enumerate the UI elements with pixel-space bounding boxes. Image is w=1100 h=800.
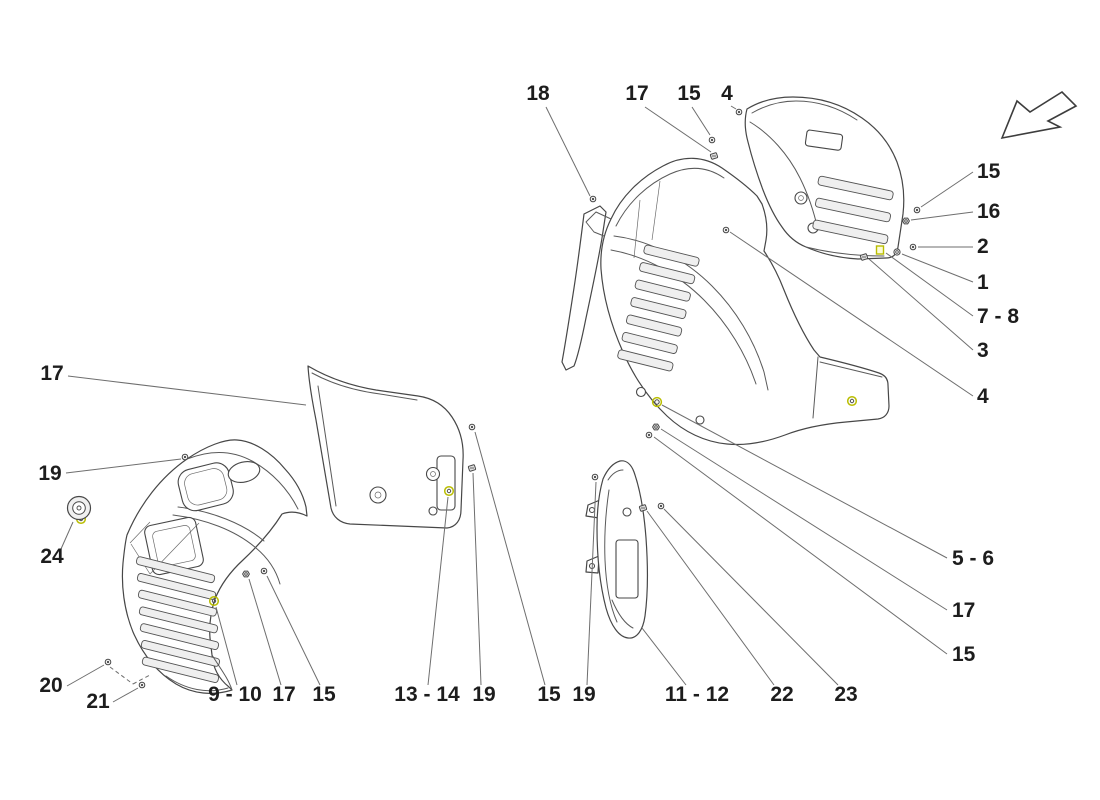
screw-icon — [708, 136, 716, 144]
callout-label-19-bottom-a: 19 — [472, 683, 495, 706]
liner-louvers — [812, 175, 894, 245]
screw-icon — [645, 431, 653, 439]
liner-louvers — [135, 556, 221, 683]
callout-label-19-bottom-b: 19 — [572, 683, 595, 706]
callout-label-13-14-bottom: 13 - 14 — [394, 683, 460, 706]
wheelhouse-bracket-drawing — [585, 460, 648, 639]
front-wheelhouse-liner-drawing — [121, 439, 308, 694]
callout-label-15-mid: 15 — [952, 643, 976, 666]
liner-louvers — [617, 244, 700, 372]
callout-label-17-left: 17 — [40, 362, 63, 385]
callout-label-1-right: 1 — [977, 271, 989, 294]
callout-label-4-top: 4 — [721, 82, 733, 105]
screw-icon — [913, 206, 921, 214]
callout-label-15-right: 15 — [977, 160, 1001, 183]
callout-label-11-12-bottom: 11 - 12 — [665, 683, 729, 706]
callout-label-7-8-right: 7 - 8 — [977, 305, 1019, 328]
clip-icon — [859, 253, 869, 261]
screw-icon — [589, 195, 597, 203]
rear-wheelhouse-front-liner-drawing — [561, 157, 890, 446]
callout-label-17-mid: 17 — [952, 599, 975, 622]
liner-side-strip — [561, 205, 607, 371]
highlighted-hole-icon — [443, 485, 455, 497]
clip-icon — [709, 152, 719, 160]
screw-icon — [104, 658, 112, 666]
callout-label-20-bottom: 20 — [39, 674, 62, 697]
callout-label-21-bottom: 21 — [86, 690, 110, 713]
clip-icon — [638, 504, 648, 512]
fuel-recess-detail — [177, 462, 234, 512]
callout-label-16-right: 16 — [977, 200, 1000, 223]
screw-icon — [591, 473, 599, 481]
highlighted-hole-icon — [208, 595, 220, 607]
nut-icon — [652, 423, 660, 431]
rear-wheelhouse-rear-liner-drawing — [744, 96, 905, 260]
callout-label-15-bottom-a: 15 — [312, 683, 336, 706]
callout-label-19-left: 19 — [38, 462, 61, 485]
callout-label-18-top: 18 — [526, 82, 550, 105]
screw-icon — [909, 243, 917, 251]
highlighted-tab-icon — [875, 245, 885, 255]
screw-icon — [722, 226, 730, 234]
wheelhouse-trim-panel-drawing — [307, 365, 464, 529]
washer-icon — [893, 248, 901, 256]
callout-label-15-bottom-b: 15 — [537, 683, 561, 706]
clip-icon — [467, 464, 477, 472]
callout-label-24-left: 24 — [40, 545, 64, 568]
screw-icon — [260, 567, 268, 575]
callout-label-2-right: 2 — [977, 235, 989, 258]
screw-icon — [735, 108, 743, 116]
grommet-cap-icon — [66, 495, 92, 521]
callout-label-4-right: 4 — [977, 385, 989, 408]
screw-icon — [138, 681, 146, 689]
nut-icon — [242, 570, 250, 578]
callout-label-5-6-mid: 5 - 6 — [952, 547, 994, 570]
callout-label-15-top: 15 — [677, 82, 701, 105]
callout-label-17-bottom: 17 — [272, 683, 295, 706]
callout-label-22-bottom: 22 — [770, 683, 793, 706]
callout-label-3-right: 3 — [977, 339, 989, 362]
callout-label-17-top: 17 — [625, 82, 648, 105]
screw-icon — [181, 453, 189, 461]
nut-icon — [902, 217, 910, 225]
screw-icon — [468, 423, 476, 431]
callout-label-23-bottom: 23 — [834, 683, 857, 706]
highlighted-screw-icon — [651, 396, 663, 408]
screw-icon — [657, 502, 665, 510]
direction-arrow-icon — [1000, 90, 1078, 140]
callout-label-9-10-bottom: 9 - 10 — [208, 683, 262, 706]
highlighted-hole-icon — [846, 395, 858, 407]
